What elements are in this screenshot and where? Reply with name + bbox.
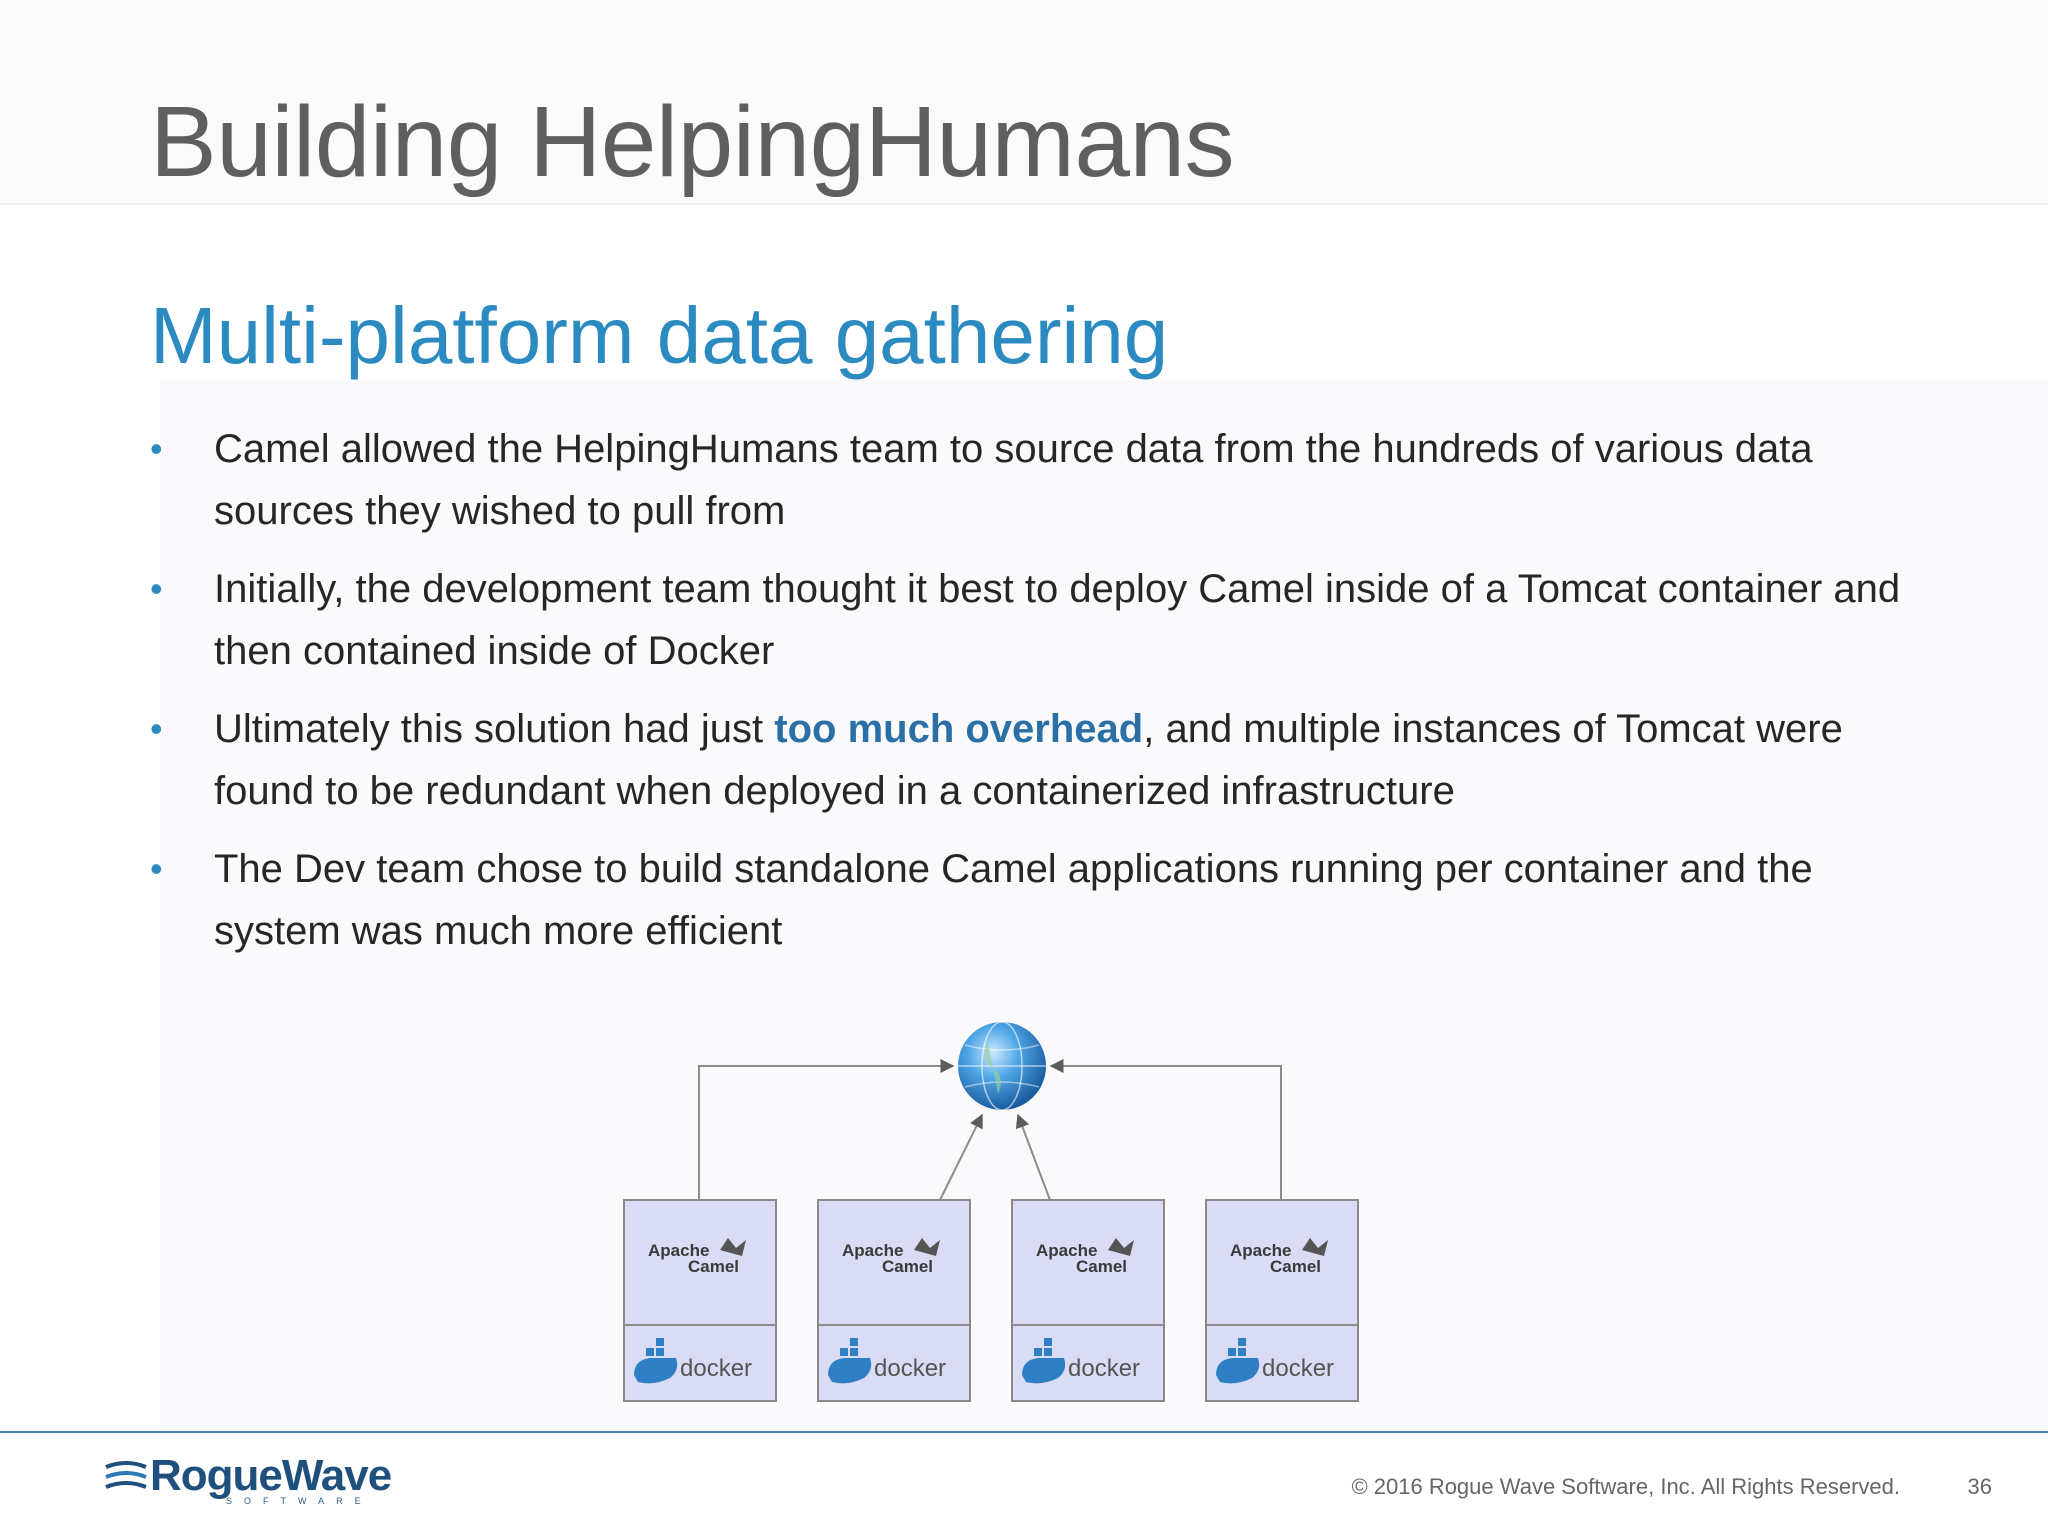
docker-label: docker xyxy=(1068,1355,1140,1382)
camel-icon xyxy=(720,1238,746,1256)
title-band xyxy=(0,0,2048,205)
connectors xyxy=(698,1059,1282,1201)
camel-logo-line2: Camel xyxy=(882,1257,933,1276)
camel-logo-line2: Camel xyxy=(1270,1257,1321,1276)
docker-whale-icon xyxy=(634,1358,678,1384)
camel-logo-line1: Apache xyxy=(1230,1241,1291,1260)
docker-whale-icon xyxy=(1022,1358,1066,1384)
bullet-emphasis: too much overhead xyxy=(774,707,1144,751)
docker-label: docker xyxy=(874,1355,946,1382)
camel-logo-line1: Apache xyxy=(1036,1241,1097,1260)
docker-label: docker xyxy=(680,1355,752,1382)
slide-title: Building HelpingHumans xyxy=(150,86,1235,198)
slide-subtitle: Multi-platform data gathering xyxy=(150,291,1169,380)
bullet-item: • Camel allowed the HelpingHumans team t… xyxy=(150,418,1930,542)
bullet-text: The Dev team chose to build standalone C… xyxy=(214,847,1813,953)
connector-inner-left xyxy=(939,1113,983,1201)
bullet-list: • Camel allowed the HelpingHumans team t… xyxy=(150,418,1930,978)
camel-logo-line1: Apache xyxy=(842,1241,903,1260)
architecture-diagram: Apache Camel docker Apache Camel docker … xyxy=(623,1021,1359,1402)
connector-right xyxy=(1049,1059,1282,1200)
roguewave-logo-icon xyxy=(105,1461,147,1489)
bullet-text: Camel allowed the HelpingHumans team to … xyxy=(214,427,1813,533)
camel-logo-line1: Apache xyxy=(648,1241,709,1260)
camel-icon xyxy=(1302,1238,1328,1256)
node-2: Apache Camel docker xyxy=(817,1199,971,1402)
logo-subtitle: SOFTWARE xyxy=(226,1496,373,1506)
bullet-text-after: , and multiple instances of Tomcat were … xyxy=(214,707,1843,813)
node-3: Apache Camel docker xyxy=(1011,1199,1165,1402)
footer-divider xyxy=(0,1431,2048,1433)
bullet-dot: • xyxy=(150,848,163,889)
bullet-text-before: Ultimately this solution had just xyxy=(214,707,775,751)
camel-logo-line2: Camel xyxy=(688,1257,739,1276)
bullet-item: • Ultimately this solution had just too … xyxy=(150,698,1930,822)
bullet-dot: • xyxy=(150,708,163,749)
bullet-item: • Initially, the development team though… xyxy=(150,558,1930,682)
roguewave-logo: RogueWave SOFTWARE xyxy=(104,1451,404,1509)
copyright-notice: © 2016 Rogue Wave Software, Inc. All Rig… xyxy=(1351,1474,1900,1499)
connector-inner-right xyxy=(1015,1113,1051,1201)
node-4: Apache Camel docker xyxy=(1205,1199,1359,1402)
page-number: 36 xyxy=(1967,1474,1992,1499)
globe-icon xyxy=(958,1021,1046,1111)
camel-icon xyxy=(914,1238,940,1256)
camel-icon xyxy=(1108,1238,1134,1256)
connector-left xyxy=(698,1059,955,1200)
bullet-text: Initially, the development team thought … xyxy=(214,567,1901,673)
bullet-dot: • xyxy=(150,568,163,609)
node-1: Apache Camel docker xyxy=(623,1199,777,1402)
bullet-item: • The Dev team chose to build standalone… xyxy=(150,838,1930,962)
logo-name: RogueWave xyxy=(150,1451,392,1500)
camel-logo-line2: Camel xyxy=(1076,1257,1127,1276)
docker-whale-icon xyxy=(1216,1358,1260,1384)
docker-label: docker xyxy=(1262,1355,1334,1382)
bullet-dot: • xyxy=(150,428,163,469)
docker-whale-icon xyxy=(828,1358,872,1384)
